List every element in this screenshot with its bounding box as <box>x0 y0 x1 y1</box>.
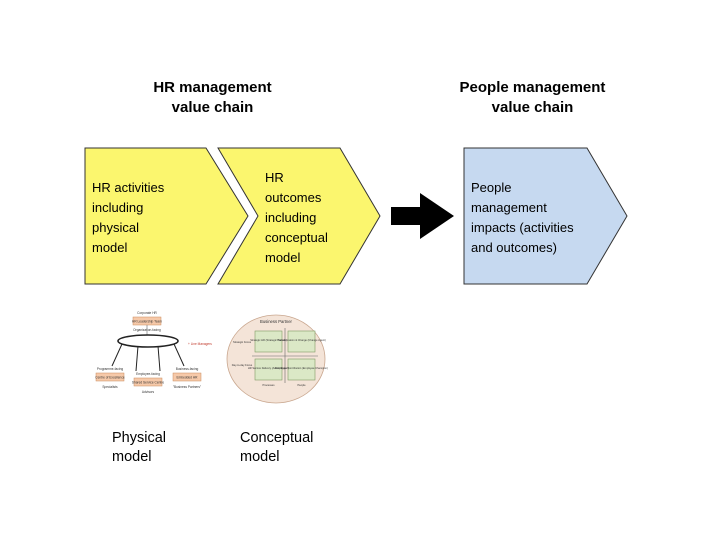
embedded-hr-label: Embedded HR <box>177 376 199 380</box>
day-to-day-focus-label: Day-to-day Focus <box>232 363 253 367</box>
advisors-label: Advisors <box>142 390 155 394</box>
physical-model-thumbnail: Corporate HR HR Leadership Team Organiza… <box>95 311 212 394</box>
flow-arrow-icon <box>391 193 454 239</box>
people-label: People <box>297 383 306 387</box>
conceptual-model-thumbnail: Business Partner Strategic HR (Strategic… <box>226 314 328 404</box>
business-partners-label: "Business Partners" <box>173 385 201 389</box>
programme-facing-label: Programme-facing <box>97 367 123 371</box>
line-managers-label: + Line Managers <box>188 342 212 346</box>
strategic-partner-label: Strategic HR (Strategic Partner) <box>250 338 287 342</box>
hr-activities-text: HR activities including physical model <box>92 180 165 255</box>
corporate-hr-label: Corporate HR <box>137 311 157 315</box>
hr-activities-chevron <box>84 147 249 285</box>
strategic-focus-label: Strategic Focus <box>233 340 252 344</box>
change-agent-label: Transformation & Change (Change Agent) <box>277 338 326 342</box>
employee-facing-label: Employee-facing <box>136 372 160 376</box>
employee-champion-label: Employee Contribution (Employee Champion… <box>275 366 328 370</box>
centre-of-excellence-label: Centre of Excellence <box>95 376 125 380</box>
business-partner-title: Business Partner <box>260 319 292 324</box>
hr-leadership-team-label: HR Leadership Team <box>132 320 162 324</box>
people-value-chain-heading: People management value chain <box>459 79 606 116</box>
conceptual-model-caption: Conceptual model <box>240 430 314 465</box>
hr-value-chain-heading: HR management value chain <box>153 79 272 116</box>
business-facing-label: Business-facing <box>176 367 199 371</box>
people-impacts-text: People management impacts (activities an… <box>471 180 574 255</box>
specialists-label: Specialists <box>102 385 118 389</box>
people-impacts-chevron <box>463 147 628 285</box>
shared-service-centre-label: Shared Service Centre <box>132 381 164 385</box>
hr-outcomes-chevron <box>217 147 381 285</box>
processes-label: Processes <box>262 383 275 387</box>
hr-outcomes-text: HR outcomes including conceptual model <box>265 170 328 265</box>
admin-expert-label: HR Service Delivery (Admin Expert) <box>248 366 289 370</box>
physical-model-caption: Physical model <box>112 430 166 465</box>
